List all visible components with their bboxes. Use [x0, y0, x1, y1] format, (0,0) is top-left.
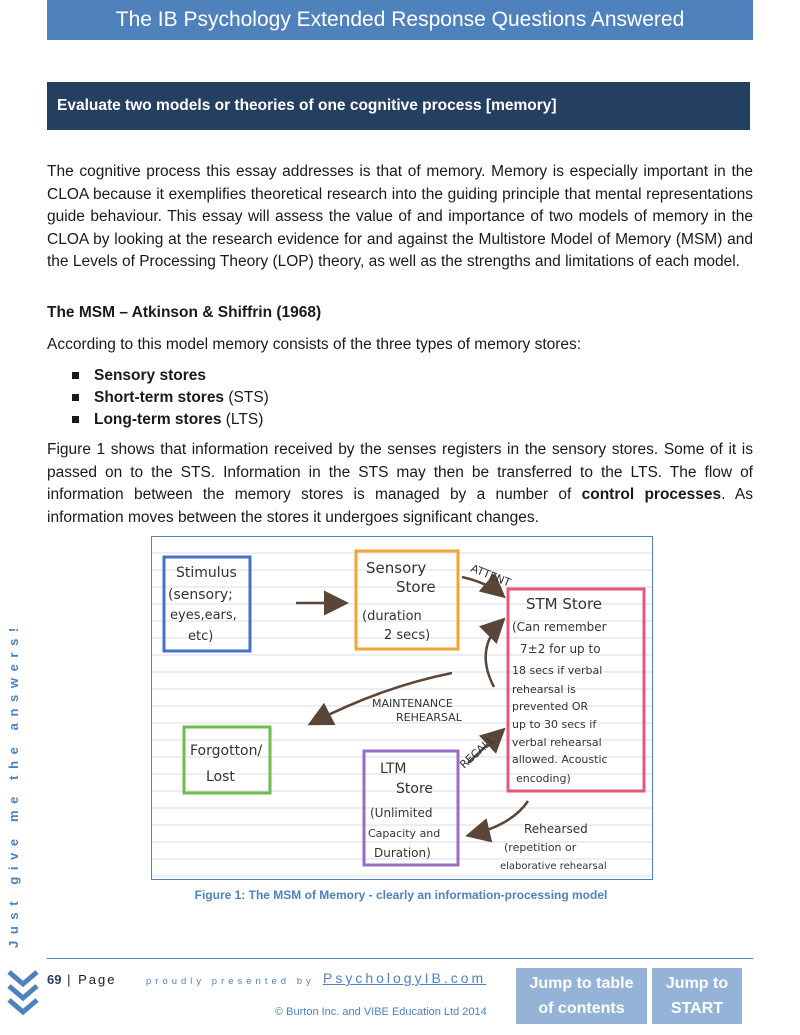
rehearsed-label: Rehearsed: [524, 822, 588, 836]
figure-paragraph: Figure 1 shows that information received…: [47, 441, 753, 526]
ltm-label: Duration): [374, 846, 431, 860]
msm-intro: According to this model memory consists …: [47, 336, 582, 353]
sensory-label: (duration: [362, 609, 422, 624]
presented-by: proudly presented by: [146, 976, 315, 987]
stm-label: 18 secs if verbal: [512, 664, 602, 677]
stimulus-label: etc): [188, 629, 213, 644]
arrow-rehearsed: [465, 800, 530, 843]
arrow-ltm-recall: [467, 727, 506, 764]
footer-divider: [47, 958, 753, 959]
ltm-label: (Unlimited: [370, 806, 432, 820]
sensory-label: 2 secs): [384, 628, 430, 643]
list-item: Sensory stores: [72, 365, 269, 387]
stm-label: (Can remember: [512, 620, 607, 634]
arrow-sensory-stm: [461, 572, 506, 599]
forgotten-label: Lost: [206, 769, 235, 785]
sensory-store-box: [354, 549, 460, 651]
forgotten-label: Forgotton/: [190, 743, 262, 759]
store-list: Sensory stores Short-term stores (STS) L…: [72, 365, 269, 431]
sidebar-tagline: Just give me the answers!: [6, 621, 21, 948]
stm-label: verbal rehearsal: [512, 736, 602, 749]
arrow-stm-forgotten: [307, 671, 453, 726]
stm-label: prevented OR: [512, 700, 588, 713]
page-number: 69 | Page: [47, 972, 117, 987]
maintenance-label: MAINTENANCE: [372, 697, 453, 710]
stm-label: allowed. Acoustic: [512, 753, 608, 766]
page-header: The IB Psychology Extended Response Ques…: [47, 0, 753, 40]
stm-label: rehearsal is: [512, 683, 576, 696]
list-item: Long-term stores (LTS): [72, 409, 269, 431]
stm-label: encoding): [516, 772, 571, 785]
rehearsed-label: elaborative rehearsal: [500, 861, 607, 872]
stimulus-box: [162, 555, 252, 653]
ltm-label: LTM: [380, 761, 407, 777]
forgotten-box: [182, 725, 272, 795]
chevron-down-icon: [7, 970, 39, 1016]
sensory-label: Store: [396, 578, 436, 596]
stm-label: up to 30 secs if: [512, 718, 597, 731]
stm-label: 7±2 for up to: [520, 642, 601, 656]
ltm-label: Capacity and: [368, 827, 440, 840]
stimulus-label: Stimulus: [176, 565, 237, 581]
ltm-label: Store: [396, 781, 433, 797]
sensory-label: Sensory: [366, 559, 426, 577]
maintenance-label: REHEARSAL: [396, 711, 463, 724]
site-link[interactable]: PsychologyIB.com: [323, 970, 487, 986]
ltm-store-box: [362, 749, 460, 867]
stm-store-box: [506, 587, 646, 793]
arrow-maintenance: [479, 617, 506, 688]
copyright-text: © Burton Inc. and VIBE Education Ltd 201…: [275, 1006, 487, 1018]
intro-paragraph: The cognitive process this essay address…: [47, 163, 753, 270]
rehearsed-label: (repetition or: [504, 841, 577, 854]
question-banner: Evaluate two models or theories of one c…: [47, 82, 750, 130]
list-item: Short-term stores (STS): [72, 387, 269, 409]
stimulus-label: (sensory;: [168, 587, 233, 603]
msm-diagram: Stimulus (sensory; eyes,ears, etc) Senso…: [151, 536, 653, 880]
figure-caption: Figure 1: The MSM of Memory - clearly an…: [194, 888, 608, 902]
msm-heading: The MSM – Atkinson & Shiffrin (1968): [47, 304, 322, 321]
stimulus-label: eyes,ears,: [170, 608, 237, 623]
stm-label: STM Store: [526, 595, 602, 613]
